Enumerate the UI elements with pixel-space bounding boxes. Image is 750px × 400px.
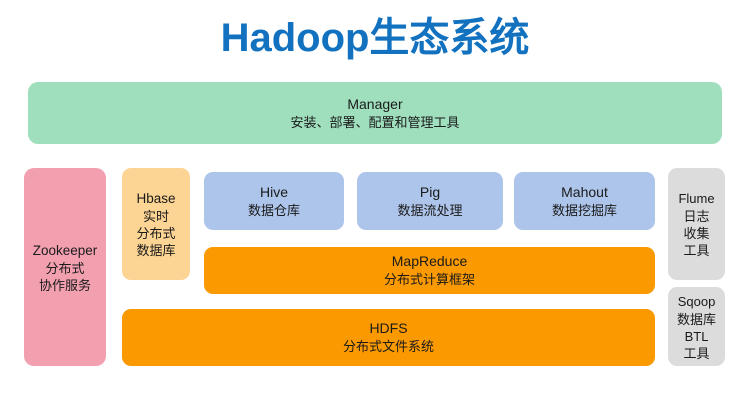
node-flume-desc-2: 收集: [683, 226, 710, 241]
node-sqoop-desc-2: BTL: [684, 328, 709, 344]
node-hive-title: Hive: [259, 183, 288, 200]
node-sqoop[interactable]: Sqoop 数据库 BTL 工具: [668, 287, 725, 366]
node-mapreduce[interactable]: MapReduce 分布式计算框架: [204, 247, 655, 294]
node-mahout-title: Mahout: [561, 183, 608, 200]
node-hive-desc: 数据仓库: [247, 202, 300, 218]
node-pig-desc: 数据流处理: [397, 202, 463, 218]
node-zookeeper-title: Zookeeper: [32, 242, 98, 258]
node-pig-title: Pig: [419, 183, 441, 200]
node-sqoop-desc-3: 工具: [683, 345, 710, 361]
node-manager-desc: 安装、部署、配置和管理工具: [290, 114, 460, 130]
node-mahout[interactable]: Mahout 数据挖掘库: [514, 172, 655, 230]
node-zookeeper[interactable]: Zookeeper 分布式 协作服务: [24, 168, 106, 366]
node-flume-title: Flume: [678, 191, 715, 206]
node-hdfs-title: HDFS: [369, 320, 408, 336]
node-zookeeper-desc-2: 协作服务: [38, 277, 91, 293]
node-hbase-title: Hbase: [136, 191, 176, 206]
node-hbase-desc-2: 分布式: [136, 226, 176, 241]
node-mahout-desc: 数据挖掘库: [551, 202, 617, 218]
node-pig[interactable]: Pig 数据流处理: [357, 172, 503, 230]
node-flume-desc-1: 日志: [683, 209, 710, 224]
node-flume[interactable]: Flume 日志 收集 工具: [668, 168, 725, 280]
node-manager-title: Manager: [347, 95, 403, 112]
node-mapreduce-desc: 分布式计算框架: [383, 272, 475, 287]
node-hdfs[interactable]: HDFS 分布式文件系统: [122, 309, 655, 366]
node-sqoop-desc-1: 数据库: [676, 311, 716, 327]
node-manager[interactable]: Manager 安装、部署、配置和管理工具: [28, 82, 722, 144]
page-title: Hadoop生态系统: [220, 16, 530, 60]
node-flume-desc-3: 工具: [683, 243, 710, 258]
node-zookeeper-desc-1: 分布式: [45, 260, 85, 276]
node-sqoop-title: Sqoop: [677, 293, 716, 309]
node-hbase[interactable]: Hbase 实时 分布式 数据库: [122, 168, 190, 280]
node-hbase-desc-1: 实时: [142, 209, 169, 224]
node-hbase-desc-3: 数据库: [136, 243, 176, 258]
node-hive[interactable]: Hive 数据仓库: [204, 172, 344, 230]
node-mapreduce-title: MapReduce: [391, 253, 468, 269]
node-hdfs-desc: 分布式文件系统: [342, 339, 434, 354]
